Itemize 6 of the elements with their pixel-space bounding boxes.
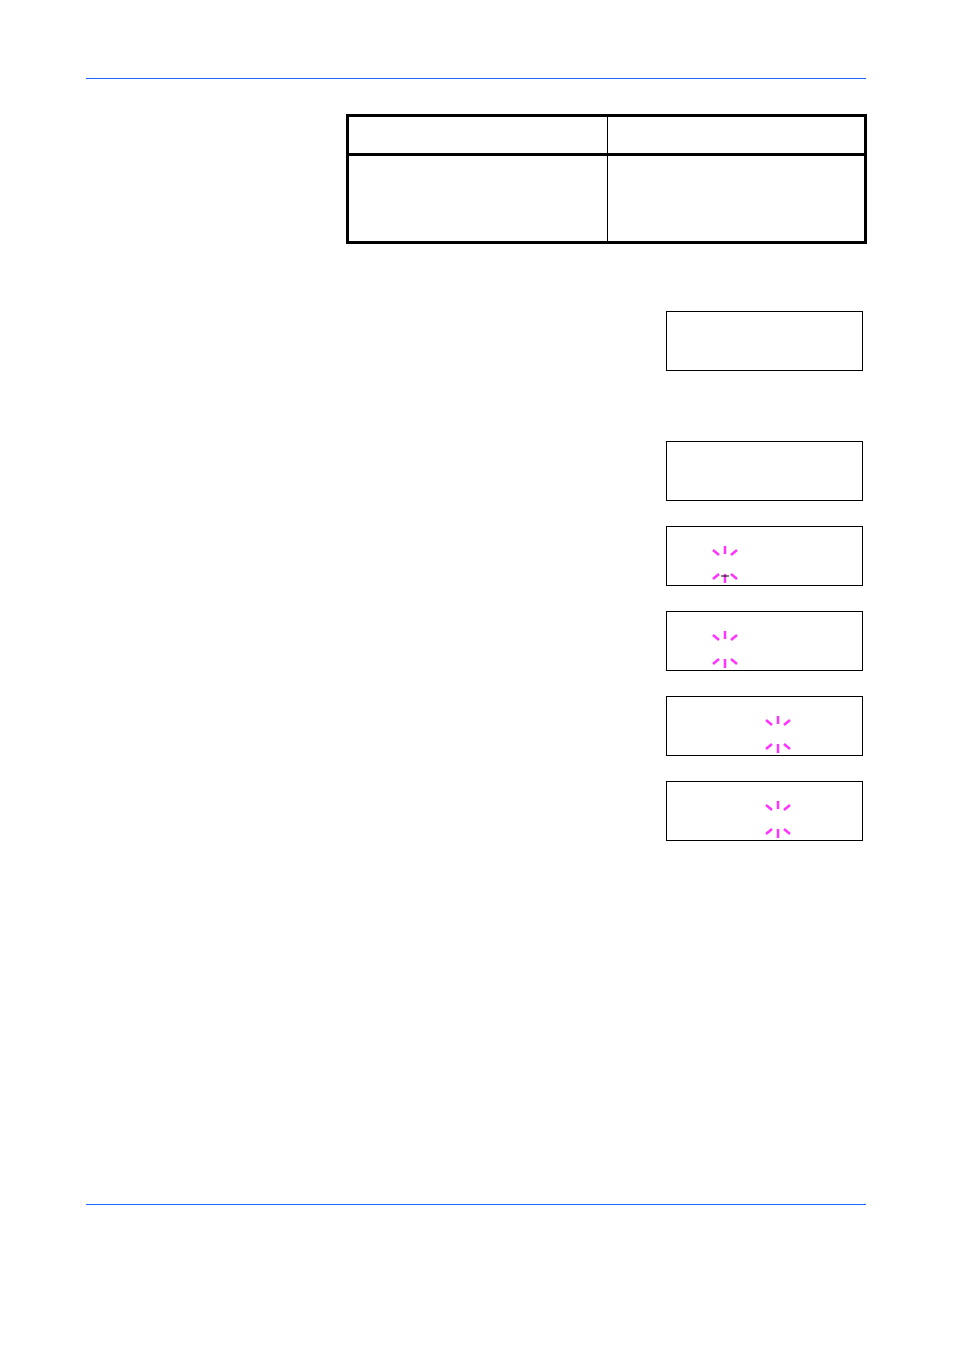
display-panel (666, 311, 863, 371)
display-panel (666, 611, 863, 671)
display-panel (666, 781, 863, 841)
display-panel (666, 696, 863, 756)
display-panel (666, 526, 863, 586)
display-panel (666, 441, 863, 501)
